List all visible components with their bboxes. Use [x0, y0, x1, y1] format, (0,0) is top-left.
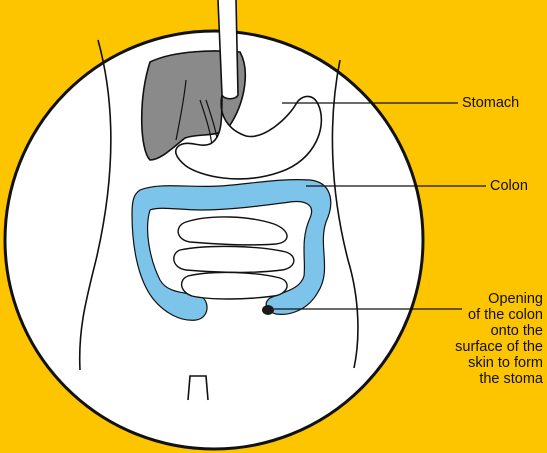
opening-label-line-6: the stoma	[455, 371, 543, 387]
colon-label: Colon	[490, 178, 528, 194]
opening-label-line-4: surface of the	[455, 339, 543, 355]
opening-label-line-5: skin to form	[455, 355, 543, 371]
small-intestine	[174, 217, 294, 299]
stoma	[262, 305, 274, 315]
opening-label-line-1: Opening	[455, 291, 543, 307]
esophagus	[218, 0, 238, 99]
opening-label: Opening of the colon onto the surface of…	[455, 291, 543, 387]
opening-label-line-2: of the colon	[455, 307, 543, 323]
opening-label-line-3: onto the	[455, 323, 543, 339]
stomach-label: Stomach	[462, 95, 519, 111]
